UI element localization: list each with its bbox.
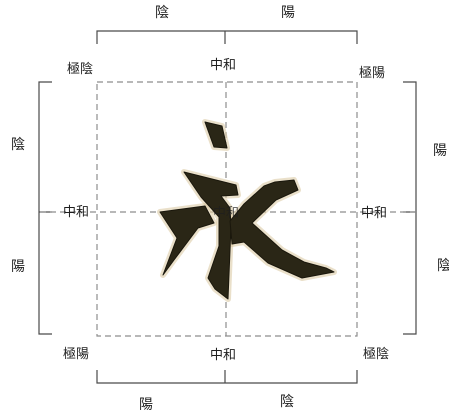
neutral-label-center: 中和 xyxy=(213,206,239,221)
calligraphy-glyph-image xyxy=(160,122,334,299)
bottom-bracket-right-label: 陰 xyxy=(280,394,294,410)
corner-label-bottom-left: 極陽 xyxy=(63,346,89,362)
left-bracket-bottom-label: 陽 xyxy=(11,259,25,275)
corner-label-top-left: 極陰 xyxy=(67,61,93,77)
right-bracket-bottom-label: 陰 xyxy=(437,258,449,274)
neutral-label-bottom: 中和 xyxy=(210,348,236,363)
corner-label-top-right: 極陽 xyxy=(359,65,385,81)
left-bracket xyxy=(39,82,52,334)
corner-label-bottom-right: 極陰 xyxy=(363,346,389,362)
top-bracket xyxy=(97,31,357,44)
right-bracket-top-label: 陽 xyxy=(433,143,447,159)
top-bracket-left-label: 陰 xyxy=(155,5,169,21)
neutral-label-top: 中和 xyxy=(210,58,236,73)
bottom-bracket xyxy=(97,370,357,383)
right-bracket xyxy=(403,82,416,334)
neutral-label-left: 中和 xyxy=(63,205,89,220)
neutral-label-right: 中和 xyxy=(361,206,387,221)
bottom-bracket-left-label: 陽 xyxy=(139,397,153,413)
glyph-left-sweep xyxy=(160,206,214,275)
left-bracket-top-label: 陰 xyxy=(11,137,25,153)
top-bracket-right-label: 陽 xyxy=(281,5,295,21)
